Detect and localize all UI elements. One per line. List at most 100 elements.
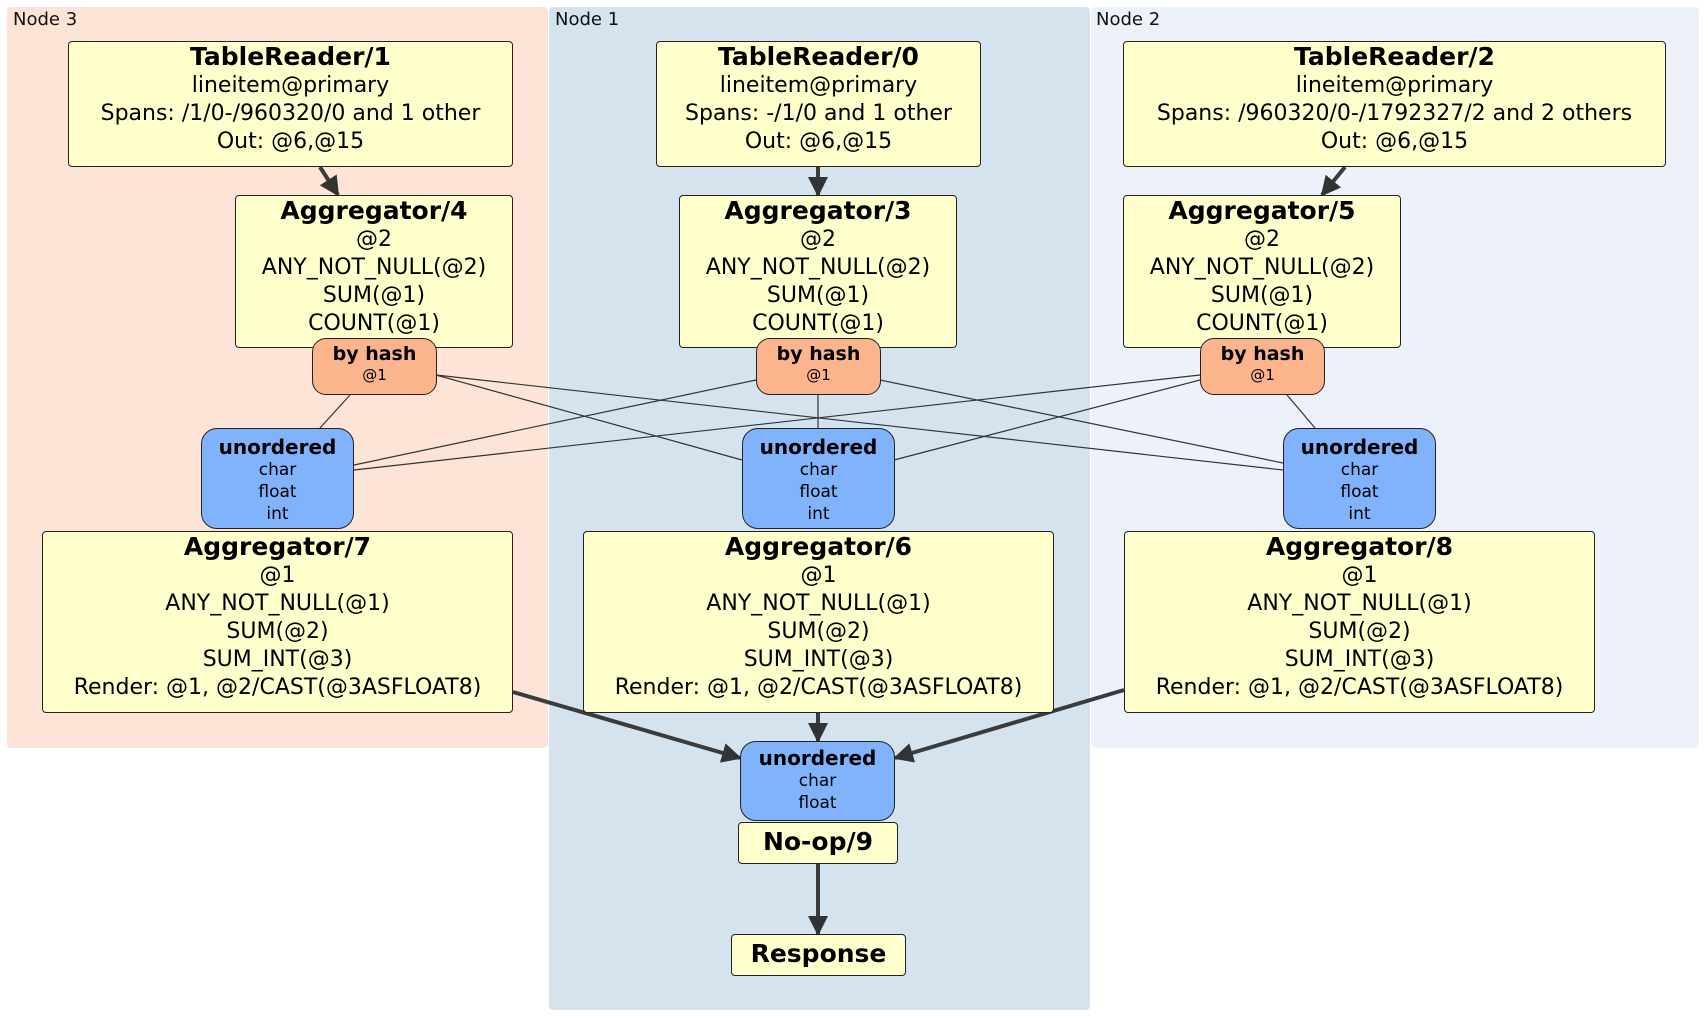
hash-router-4-title: by hash <box>332 343 417 365</box>
hash-router-3-column: @1 <box>806 366 831 384</box>
aggregator-4-title: Aggregator/4 <box>280 196 468 225</box>
aggregator-4-line: COUNT(@1) <box>308 311 440 336</box>
aggregator-4-line: @2 <box>356 227 392 252</box>
unordered-sync-6-type: int <box>807 504 830 524</box>
edge-tr2-agg5 <box>1320 165 1347 197</box>
table-reader-2-title: TableReader/2 <box>1294 42 1495 71</box>
unordered-sync-8[interactable]: unordered char float int <box>1283 428 1436 529</box>
hash-router-4-column: @1 <box>362 366 387 384</box>
aggregator-6-line: SUM(@2) <box>767 619 870 644</box>
aggregator-6-line: @1 <box>800 563 837 588</box>
noop-9[interactable]: No-op/9 <box>738 822 898 864</box>
unordered-sync-6-title: unordered <box>759 435 878 459</box>
response-title: Response <box>750 939 887 968</box>
aggregator-7-line: SUM(@2) <box>226 619 329 644</box>
aggregator-8-line: SUM_INT(@3) <box>1284 647 1435 672</box>
unordered-sync-6-type: char <box>799 460 838 480</box>
unordered-sync-7-type: float <box>258 482 297 502</box>
aggregator-8-title: Aggregator/8 <box>1265 532 1454 561</box>
table-reader-2-line: Spans: /960320/0-/1792327/2 and 2 others <box>1156 101 1633 126</box>
table-reader-0-line: lineitem@primary <box>719 73 918 98</box>
table-reader-2-line: Out: @6,@15 <box>1320 129 1469 154</box>
aggregator-6-line: ANY_NOT_NULL(@1) <box>706 591 931 616</box>
aggregator-4[interactable]: Aggregator/4 @2 ANY_NOT_NULL(@2) SUM(@1)… <box>235 195 513 348</box>
edge-r3-s7 <box>353 379 757 466</box>
aggregator-3-line: SUM(@1) <box>766 283 870 308</box>
unordered-sync-7-type: int <box>266 504 289 524</box>
unordered-sync-7[interactable]: unordered char float int <box>201 428 354 529</box>
table-reader-2-line: lineitem@primary <box>1295 73 1494 98</box>
table-reader-1[interactable]: TableReader/1 lineitem@primary Spans: /1… <box>68 41 513 167</box>
hash-router-4[interactable]: by hash @1 <box>312 338 437 395</box>
aggregator-5-line: @2 <box>1244 227 1280 252</box>
unordered-sync-8-type: char <box>1340 460 1379 480</box>
unordered-sync-8-title: unordered <box>1300 435 1419 459</box>
hash-router-5-title: by hash <box>1220 343 1305 365</box>
edge-r4-s6 <box>435 374 743 461</box>
aggregator-3-title: Aggregator/3 <box>724 196 912 225</box>
table-reader-0-line: Spans: -/1/0 and 1 other <box>685 101 952 126</box>
aggregator-7-line: @1 <box>259 563 296 588</box>
node-2-label: Node 2 <box>1096 9 1161 30</box>
edge-r5-s6 <box>893 379 1201 461</box>
response[interactable]: Response <box>731 934 906 976</box>
edge-agg8-final <box>893 688 1125 763</box>
aggregator-5-title: Aggregator/5 <box>1168 196 1356 225</box>
node-3-label: Node 3 <box>13 9 78 30</box>
table-reader-1-title: TableReader/1 <box>190 42 391 71</box>
table-reader-0-line: Out: @6,@15 <box>744 129 893 154</box>
aggregator-8-line: Render: @1, @2/CAST(@3ASFLOAT8) <box>1155 675 1564 700</box>
aggregator-8-line: SUM(@2) <box>1308 619 1411 644</box>
aggregator-8[interactable]: Aggregator/8 @1 ANY_NOT_NULL(@1) SUM(@2)… <box>1124 531 1595 713</box>
aggregator-5-line: ANY_NOT_NULL(@2) <box>1149 255 1375 280</box>
unordered-sync-6-type: float <box>799 482 838 502</box>
noop-9-title: No-op/9 <box>762 827 874 856</box>
aggregator-8-line: @1 <box>1341 563 1378 588</box>
unordered-sync-8-type: int <box>1348 504 1371 524</box>
edge-r5-s7 <box>353 374 1201 471</box>
unordered-sync-7-title: unordered <box>218 435 337 459</box>
unordered-sync-final-title: unordered <box>758 746 877 770</box>
table-reader-2[interactable]: TableReader/2 lineitem@primary Spans: /9… <box>1123 41 1666 167</box>
aggregator-6-title: Aggregator/6 <box>724 532 913 561</box>
aggregator-5-line: SUM(@1) <box>1210 283 1314 308</box>
edge-agg7-final <box>512 690 742 763</box>
hash-router-5[interactable]: by hash @1 <box>1200 338 1325 395</box>
edge-r4-s8 <box>435 374 1284 471</box>
aggregator-3-line: @2 <box>800 227 836 252</box>
table-reader-0[interactable]: TableReader/0 lineitem@primary Spans: -/… <box>656 41 981 167</box>
table-reader-0-title: TableReader/0 <box>718 42 919 71</box>
aggregator-3-line: COUNT(@1) <box>752 311 884 336</box>
aggregator-6[interactable]: Aggregator/6 @1 ANY_NOT_NULL(@1) SUM(@2)… <box>583 531 1054 713</box>
hash-router-3[interactable]: by hash @1 <box>756 338 881 395</box>
aggregator-7-line: SUM_INT(@3) <box>202 647 353 672</box>
aggregator-5-line: COUNT(@1) <box>1196 311 1328 336</box>
table-reader-1-line: lineitem@primary <box>191 73 390 98</box>
unordered-sync-final[interactable]: unordered char float <box>740 741 895 821</box>
aggregator-7[interactable]: Aggregator/7 @1 ANY_NOT_NULL(@1) SUM(@2)… <box>42 531 513 713</box>
aggregator-3-line: ANY_NOT_NULL(@2) <box>705 255 931 280</box>
aggregator-5[interactable]: Aggregator/5 @2 ANY_NOT_NULL(@2) SUM(@1)… <box>1123 195 1401 348</box>
edge-r3-s8 <box>879 379 1284 464</box>
aggregator-6-line: Render: @1, @2/CAST(@3ASFLOAT8) <box>614 675 1023 700</box>
edge-tr1-agg4 <box>318 165 340 197</box>
aggregator-6-line: SUM_INT(@3) <box>743 647 894 672</box>
unordered-sync-7-type: char <box>258 460 297 480</box>
aggregator-7-line: Render: @1, @2/CAST(@3ASFLOAT8) <box>73 675 482 700</box>
aggregator-4-line: ANY_NOT_NULL(@2) <box>261 255 487 280</box>
aggregator-4-line: SUM(@1) <box>322 283 426 308</box>
hash-router-5-column: @1 <box>1250 366 1275 384</box>
aggregator-7-title: Aggregator/7 <box>183 532 372 561</box>
unordered-sync-final-type: float <box>798 793 837 813</box>
edge-r4-s7 <box>319 394 351 429</box>
hash-router-3-title: by hash <box>776 343 861 365</box>
node-1-label: Node 1 <box>555 9 620 30</box>
aggregator-3[interactable]: Aggregator/3 @2 ANY_NOT_NULL(@2) SUM(@1)… <box>679 195 957 348</box>
unordered-sync-6[interactable]: unordered char float int <box>742 428 895 529</box>
edge-r5-s8 <box>1286 394 1316 429</box>
unordered-sync-8-type: float <box>1340 482 1379 502</box>
table-reader-1-line: Out: @6,@15 <box>216 129 365 154</box>
unordered-sync-final-type: char <box>798 771 837 791</box>
aggregator-8-line: ANY_NOT_NULL(@1) <box>1247 591 1472 616</box>
